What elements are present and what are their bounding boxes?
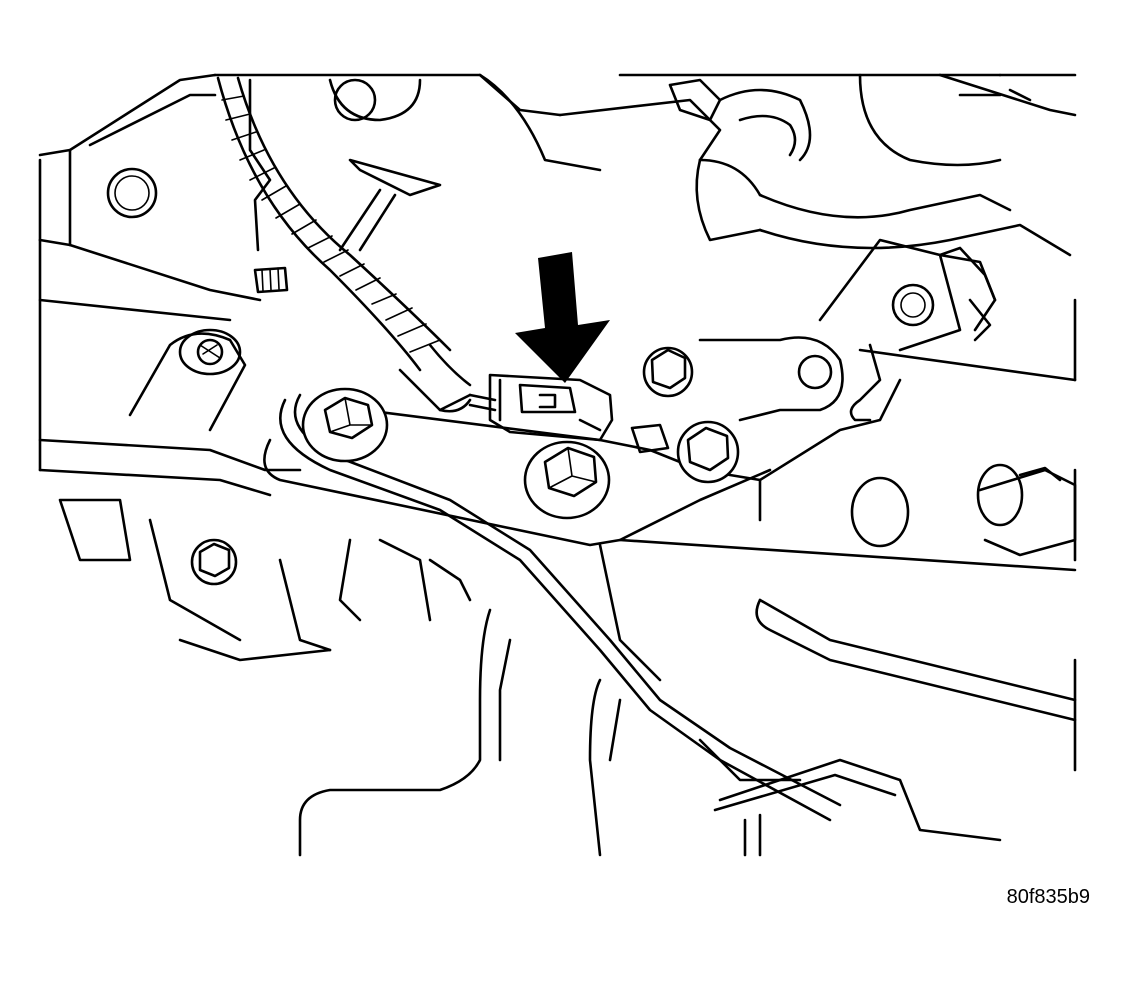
bolt-mount-lower xyxy=(676,420,740,484)
hose-fitting xyxy=(668,78,997,342)
ground-strap xyxy=(279,393,1002,857)
bolt-transmission xyxy=(190,538,238,586)
engine-block-outline xyxy=(38,73,1077,772)
mount-bracket xyxy=(263,238,1077,782)
bolt-mount-upper xyxy=(642,346,694,398)
bolt-bracket-left xyxy=(301,387,389,463)
wiring-harness xyxy=(216,76,472,413)
stud-upper-left xyxy=(253,266,289,294)
down-arrow-icon xyxy=(515,252,610,383)
transmission-case xyxy=(38,238,622,857)
figure-id-label: 80f835b9 xyxy=(1006,886,1090,908)
threaded-boss-left xyxy=(128,328,247,432)
bolt-bracket-center xyxy=(523,440,611,520)
sensor-connector xyxy=(468,373,670,454)
